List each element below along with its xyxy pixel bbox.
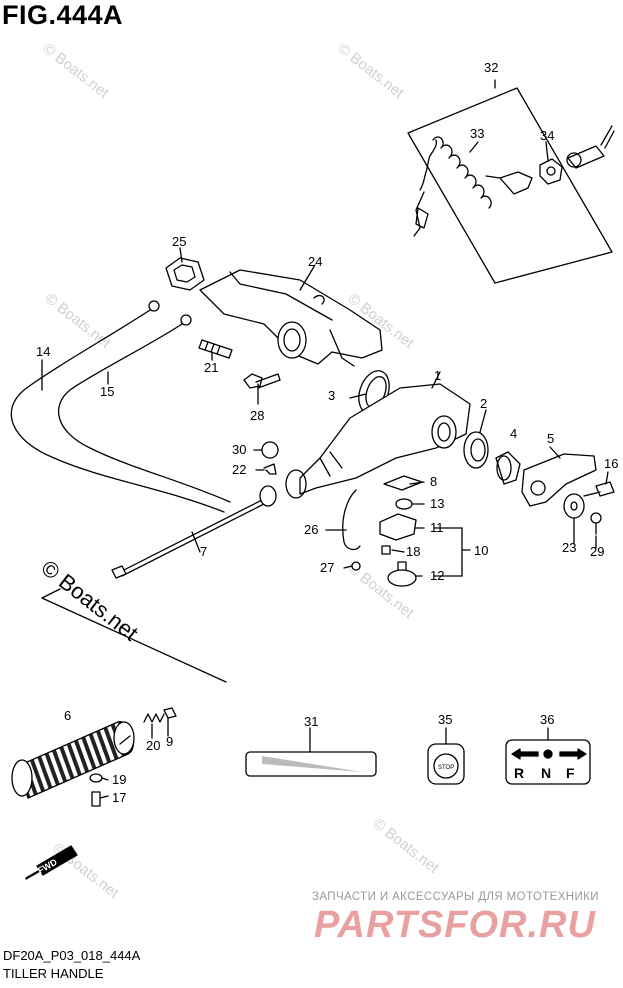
callout-27: 27 <box>320 560 334 575</box>
callout-12: 12 <box>430 568 444 583</box>
part-18-screw <box>381 545 391 555</box>
callout-13: 13 <box>430 496 444 511</box>
part-26-spring-clip <box>342 489 361 551</box>
callout-6: 6 <box>64 708 71 723</box>
callout-17: 17 <box>112 790 126 805</box>
callout-23: 23 <box>562 540 576 555</box>
part-17-screw <box>91 791 101 807</box>
part-30-cap <box>261 441 279 459</box>
promo-brand: PARTSFOR.RU <box>314 904 596 946</box>
callout-9: 9 <box>166 734 173 749</box>
callout-7: 7 <box>200 544 207 559</box>
callout-numbers: 1 2 3 4 5 6 7 8 9 10 11 12 13 14 15 16 1… <box>36 60 618 805</box>
part-15-cable <box>57 314 231 503</box>
part-34-stop-switch <box>539 125 615 185</box>
part-9-cap <box>163 707 177 719</box>
callout-10-bracket <box>433 527 471 577</box>
part-13-washer <box>395 498 413 510</box>
callout-30: 30 <box>232 442 246 457</box>
callout-11: 11 <box>430 520 444 535</box>
callout-28: 28 <box>250 408 264 423</box>
callout-15: 15 <box>100 384 114 399</box>
part-6-throttle-grip <box>11 721 135 799</box>
part-7-throttle-rod <box>111 485 277 579</box>
callout-25: 25 <box>172 234 186 249</box>
part-14-cable <box>10 300 225 513</box>
section-divider <box>41 597 227 683</box>
part-28-bolt <box>243 373 281 389</box>
part-33-coil-lanyard <box>413 136 533 237</box>
part-5-lever <box>521 446 597 507</box>
part-25-grommet <box>165 257 205 291</box>
callout-35: 35 <box>438 712 452 727</box>
callout-5: 5 <box>547 431 554 446</box>
shift-letter-r: R <box>514 765 524 781</box>
section-divider <box>41 588 61 599</box>
part-20-spring <box>143 713 165 723</box>
footer-code: DF20A_P03_018_444A <box>3 948 141 963</box>
callout-34: 34 <box>540 128 554 143</box>
part-24-tiller-bracket <box>199 264 383 367</box>
lanyard-inset-box <box>407 79 613 284</box>
callout-16: 16 <box>604 456 618 471</box>
callout-18: 18 <box>406 544 420 559</box>
callout-21: 21 <box>204 360 218 375</box>
part-35-stop-decal <box>427 727 465 785</box>
part-21-pin <box>198 339 233 359</box>
callout-31: 31 <box>304 714 318 729</box>
figure-title: FIG.444A <box>2 0 124 30</box>
callout-24: 24 <box>308 254 322 269</box>
part-36-shift-decal <box>505 727 591 785</box>
callout-36: 36 <box>540 712 554 727</box>
part-23-washer <box>563 493 585 519</box>
part-19-washer <box>89 773 103 783</box>
shift-letters: R N F <box>514 765 575 781</box>
callout-19: 19 <box>112 772 126 787</box>
part-31-decal <box>245 727 377 777</box>
callout-2: 2 <box>480 396 487 411</box>
callout-20: 20 <box>146 738 160 753</box>
promo-tagline: ЗАПЧАСТИ И АКСЕССУАРЫ ДЛЯ МОТОТЕХНИКИ <box>312 891 599 903</box>
callout-3: 3 <box>328 388 335 403</box>
callout-leaders <box>41 141 609 799</box>
part-29-screw <box>590 512 602 535</box>
part-2-bushing <box>463 409 489 469</box>
callout-22: 22 <box>232 462 246 477</box>
stop-label: STOP <box>438 765 454 771</box>
part-16-bolt <box>583 481 615 497</box>
part-22-clip <box>263 463 277 475</box>
part-4-collar <box>495 451 521 485</box>
callout-26: 26 <box>304 522 318 537</box>
part-1-tiller-handle <box>285 371 471 499</box>
callout-14: 14 <box>36 344 50 359</box>
callout-8: 8 <box>430 474 437 489</box>
callout-33: 33 <box>470 126 484 141</box>
part-12-knob <box>387 561 417 587</box>
callout-10: 10 <box>474 543 488 558</box>
footer-name: TILLER HANDLE <box>3 966 104 981</box>
callout-4: 4 <box>510 426 517 441</box>
shift-letter-f: F <box>566 765 575 781</box>
callout-1: 1 <box>434 368 441 383</box>
callout-32: 32 <box>484 60 498 75</box>
part-11-block <box>379 513 417 541</box>
callout-29: 29 <box>590 544 604 559</box>
shift-letter-n: N <box>541 765 551 781</box>
fwd-arrow <box>25 845 78 880</box>
part-27-screw <box>351 561 361 571</box>
